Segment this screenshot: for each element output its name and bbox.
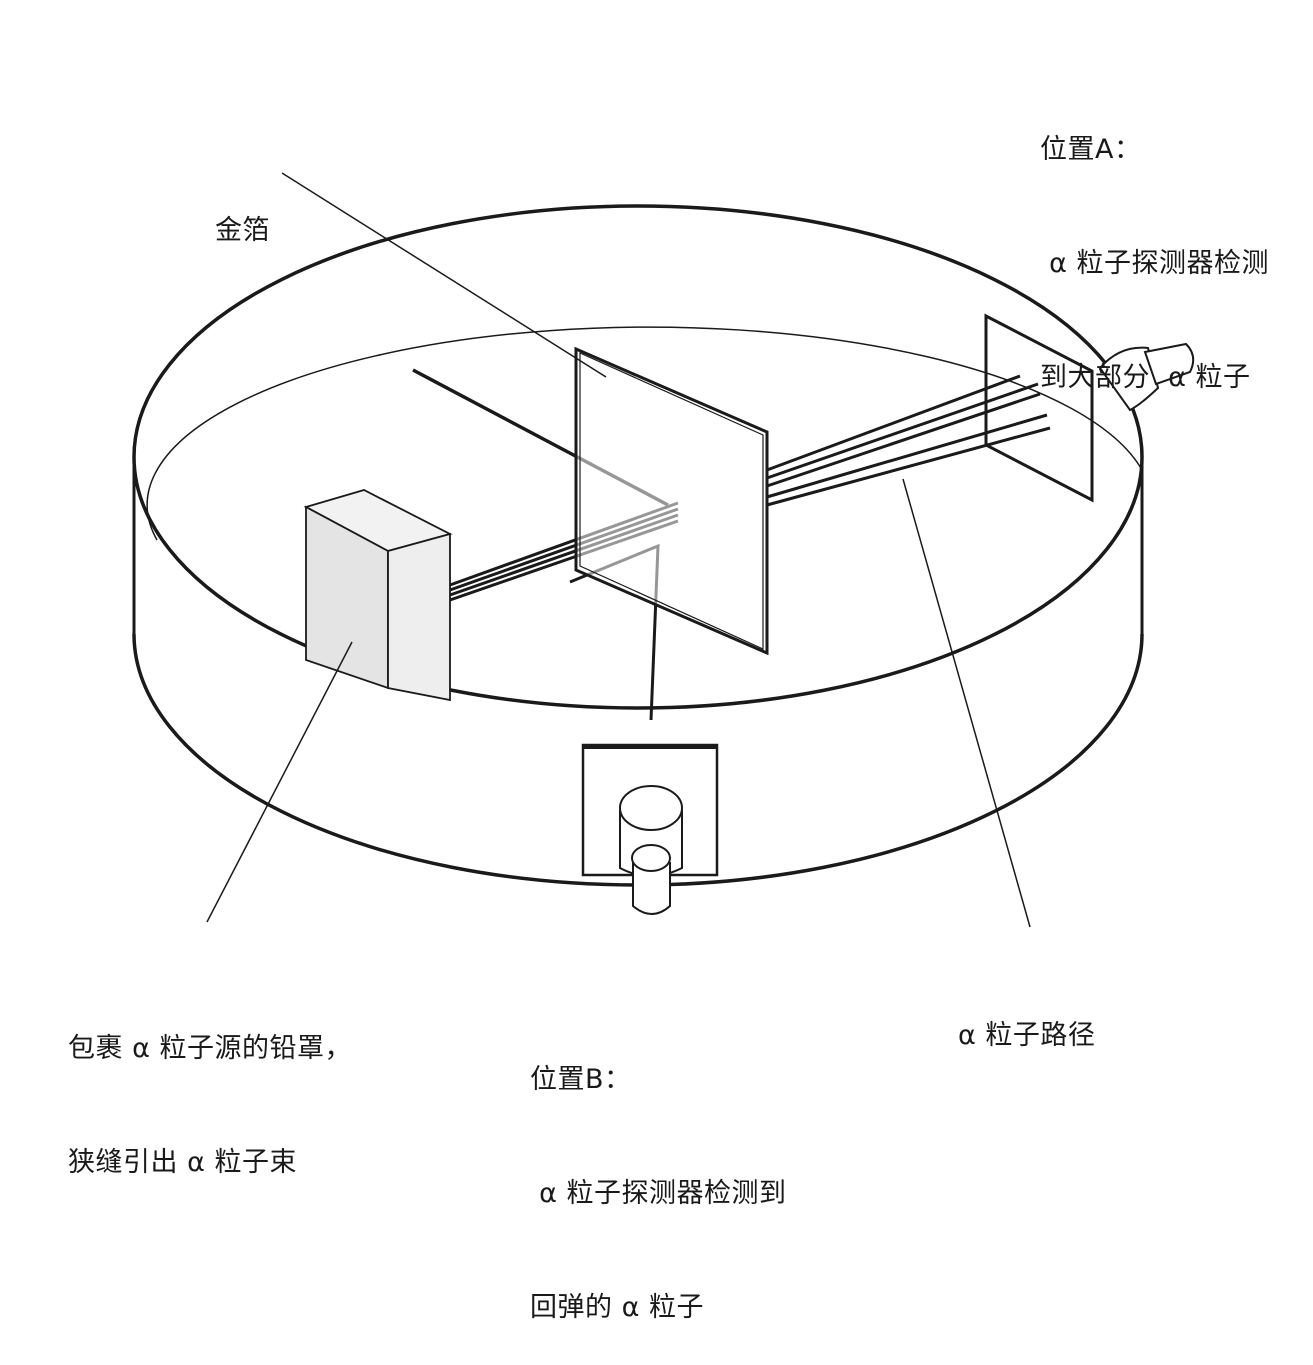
leader-lead-box <box>206 641 353 923</box>
label-position-a: 位置A： α 粒子探测器检测 到大部分 α 粒子 <box>1040 134 1269 393</box>
gold-foil-inner-edge <box>579 352 764 650</box>
detector-a-eyepiece <box>1098 342 1195 412</box>
leader-gold-foil <box>281 172 607 378</box>
detector-a-screen <box>984 313 1094 503</box>
transmitted-beam <box>766 374 1051 507</box>
label-gold-foil: 金箔 <box>215 215 270 246</box>
chamber-floor <box>146 326 1143 541</box>
gold-foil-panel <box>574 346 769 656</box>
label-lead-box: 包裹 α 粒子源的铅罩， 狭缝引出 α 粒子束 <box>68 1033 352 1178</box>
label-particle-path: α 粒子路径 <box>958 1020 1096 1051</box>
label-position-b: 位置B： α 粒子探测器检测到 回弹的 α 粒子 <box>530 1064 787 1323</box>
lead-box-side <box>387 532 451 702</box>
rutherford-experiment-diagram <box>132 172 1195 928</box>
detector-b-eyepiece <box>619 785 683 915</box>
leader-particle-path <box>902 478 1031 928</box>
